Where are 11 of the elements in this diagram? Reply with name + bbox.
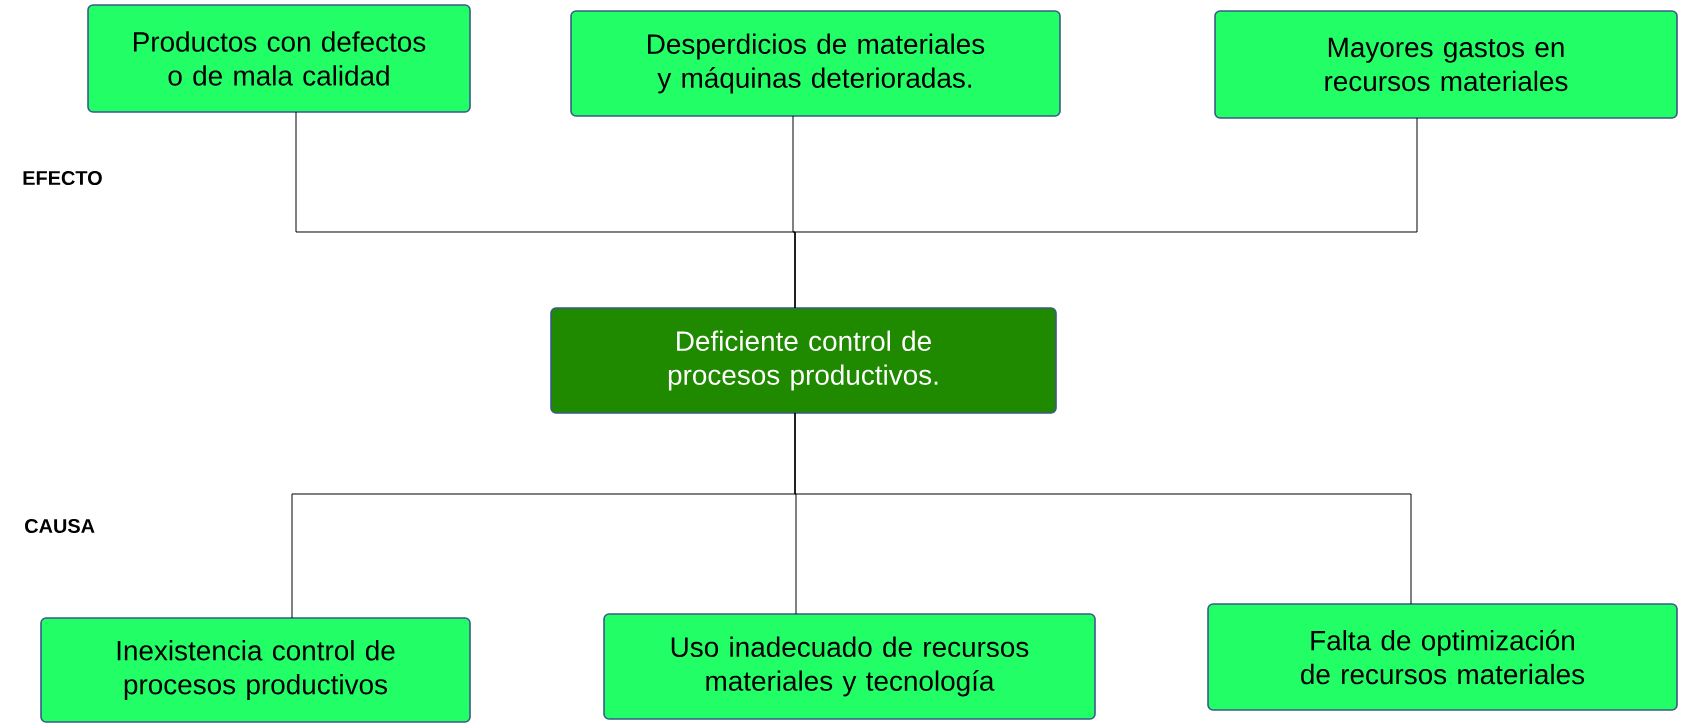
- effect-box: Desperdicios de materiales y máquinas deterioradas.: [570, 10, 1061, 117]
- problem-box: Deficiente control de procesos productivos.: [550, 307, 1057, 414]
- cause-box: Inexistencia control de procesos productivos: [40, 617, 471, 723]
- effect-box: Productos con defectos o de mala calidad: [87, 4, 471, 113]
- section-label: CAUSA: [25, 518, 95, 534]
- connector-line: [794, 412, 1412, 605]
- cause-box: Uso inadecuado de recursos materiales y tecnología: [603, 613, 1096, 720]
- connector-line: [794, 117, 1418, 309]
- cause-box: Falta de optimización de recursos materiales: [1207, 603, 1678, 711]
- section-label: EFECTO: [23, 170, 102, 186]
- effect-box: Mayores gastos en recursos materiales: [1214, 10, 1678, 119]
